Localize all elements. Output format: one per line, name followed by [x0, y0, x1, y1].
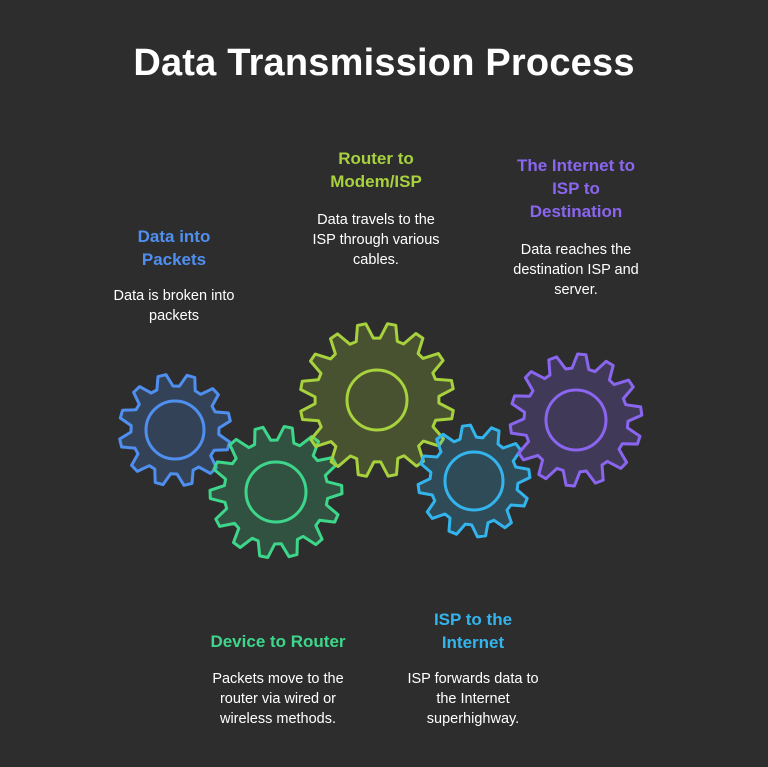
- step-internet-description: ISP forwards data to the Internet superh…: [407, 671, 539, 727]
- step-packets-description: Data is broken into packets: [113, 288, 235, 324]
- internet-gear-hole: [443, 450, 505, 512]
- step-internet-title: ISP to the Internet: [433, 610, 513, 652]
- step-router-title: Device to Router: [210, 632, 346, 651]
- step-destination-title: The Internet to ISP to Destination: [516, 156, 636, 221]
- destination-gear-hole: [544, 388, 608, 452]
- packets-gear-icon: [118, 373, 232, 487]
- modem-gear-hole: [345, 368, 409, 432]
- step-destination: The Internet to ISP to Destination Data …: [486, 154, 666, 300]
- step-router-description: Packets move to the router via wired or …: [212, 671, 344, 727]
- step-modem-title: Router to Modem/ISP: [330, 149, 422, 191]
- step-packets: Data into Packets Data is broken into pa…: [92, 225, 256, 326]
- step-router: Device to Router Packets move to the rou…: [182, 630, 374, 729]
- step-packets-title: Data into Packets: [137, 227, 211, 269]
- modem-gear-icon: [299, 322, 455, 478]
- internet-gear-icon: [416, 423, 532, 539]
- step-destination-description: Data reaches the destination ISP and ser…: [513, 242, 639, 298]
- packets-gear-hole: [144, 399, 206, 461]
- router-gear-icon: [208, 425, 344, 559]
- step-modem-description: Data travels to the ISP through various …: [312, 212, 440, 268]
- step-internet: ISP to the Internet ISP forwards data to…: [382, 608, 564, 729]
- router-gear-hole: [244, 460, 308, 524]
- step-modem: Router to Modem/ISP Data travels to the …: [286, 147, 466, 270]
- page-title: Data Transmission Process: [133, 42, 635, 84]
- destination-gear-icon: [508, 352, 644, 488]
